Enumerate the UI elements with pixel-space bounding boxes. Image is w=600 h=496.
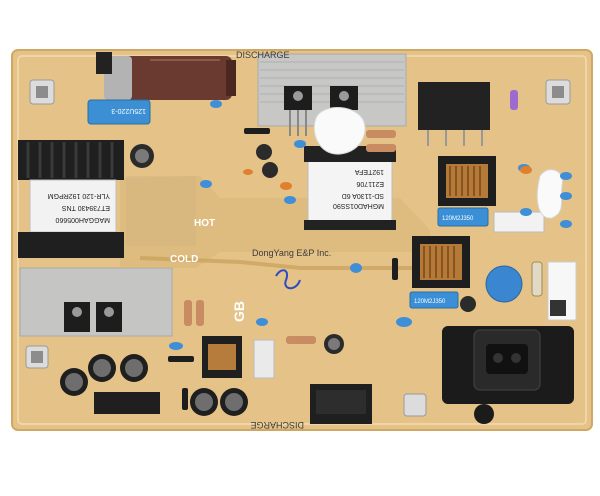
mounting-holes	[25, 79, 571, 417]
diodes	[168, 128, 398, 410]
output-inductor	[202, 336, 242, 378]
y-capacitor-disc	[485, 265, 523, 303]
bridge-rectifier	[418, 82, 490, 146]
silkscreen-maker: DongYang E&P Inc.	[252, 248, 331, 258]
transformer-center-line4: 192TEFA	[354, 168, 384, 175]
pin-header-bottom-left	[94, 392, 160, 414]
choke-lower	[412, 236, 470, 288]
small-cap-highlights	[135, 149, 340, 350]
transformer-left-line2: ET739430 TNS	[62, 204, 110, 211]
white-cap-bottom	[253, 339, 275, 379]
blue-film-cap-top-left	[87, 99, 151, 125]
silkscreen-discharge-top: DISCHARGE	[236, 50, 290, 60]
fuse-white-block	[493, 211, 545, 233]
transformer-left	[18, 140, 124, 258]
transistors-bottom-left	[64, 302, 122, 332]
fuse-glass	[531, 261, 543, 297]
small-orange-ceramics	[243, 166, 532, 190]
silkscreen-discharge-bottom: DISCHARGE	[250, 420, 304, 430]
silicone-glue-top	[313, 107, 366, 155]
transformer-center-line1: MGHAD01SS90	[333, 202, 384, 209]
output-caps-bottom-left	[60, 354, 248, 416]
pen-mark	[275, 269, 301, 290]
output-connector-bottom	[310, 384, 372, 424]
bulk-capacitor-brown	[104, 56, 236, 100]
blue-cap-right2-label: 120M2J350	[414, 299, 446, 305]
choke-upper	[438, 156, 496, 206]
transformer-center-line3: E211706	[356, 180, 384, 187]
transformer-center-line2: SD-1130A 6D	[342, 192, 384, 199]
blue-cap-right-label: 120M2J350	[442, 216, 474, 222]
blue-cap-top-left-label: 125U220-3	[111, 107, 146, 114]
cap-top-black-sleeve	[96, 52, 112, 74]
silkscreen-cold: COLD	[170, 254, 198, 265]
transformer-left-line1: MAGGAH005660	[55, 216, 110, 223]
silicone-glue-right	[536, 169, 564, 219]
qr-code	[550, 300, 566, 316]
blue-film-cap-right-2	[409, 291, 459, 309]
ac-inlet-connector	[442, 326, 574, 424]
blue-film-cap-right	[437, 207, 489, 227]
transistors-top	[284, 86, 358, 136]
transformer-left-line3: YLR-120 192RPGM	[48, 192, 110, 199]
silkscreen-gb: GB	[231, 301, 247, 322]
silkscreen-hot: HOT	[194, 218, 215, 229]
transformer-center	[304, 146, 396, 230]
resistors	[184, 90, 518, 344]
small-blue-ceramics	[169, 100, 532, 350]
